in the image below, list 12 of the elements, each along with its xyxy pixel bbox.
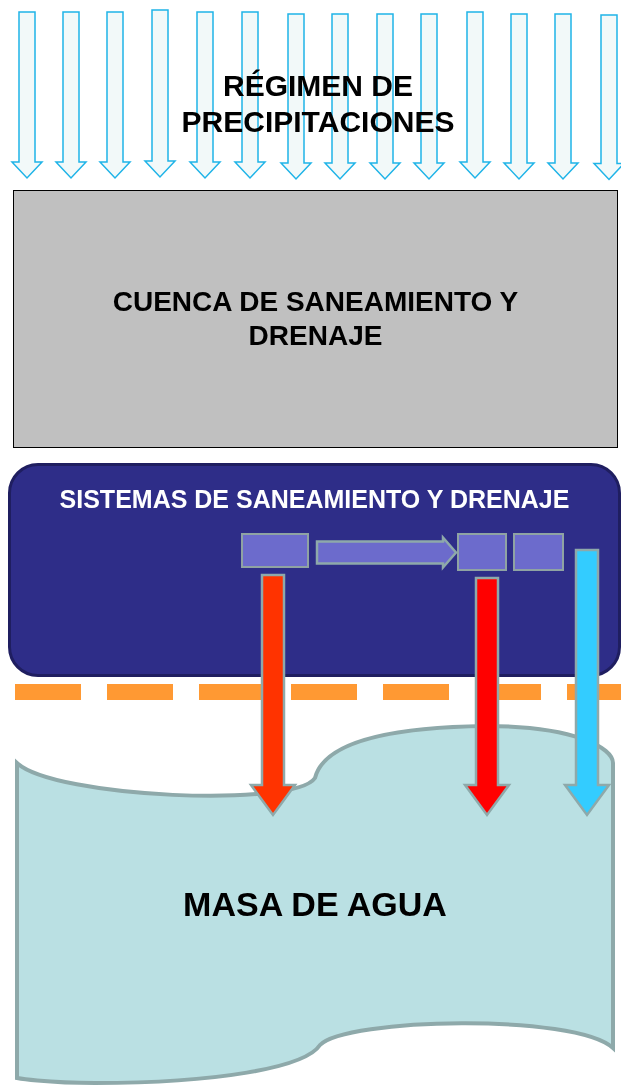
systems-panel [8, 463, 621, 677]
block-arrow [315, 534, 458, 571]
unit-box [513, 533, 564, 571]
box-label: CUENCA DE SANEAMIENTO Y DRENAJE [111, 285, 520, 353]
unit-box [457, 533, 507, 571]
unit-box [241, 533, 309, 568]
block-arrow [562, 548, 612, 818]
panel-title: SISTEMAS DE SANEAMIENTO Y DRENAJE [58, 484, 571, 514]
water-label: MASA DE AGUA [183, 884, 447, 924]
basin-box [13, 190, 618, 448]
block-arrow [248, 573, 298, 818]
block-arrow [462, 576, 512, 818]
